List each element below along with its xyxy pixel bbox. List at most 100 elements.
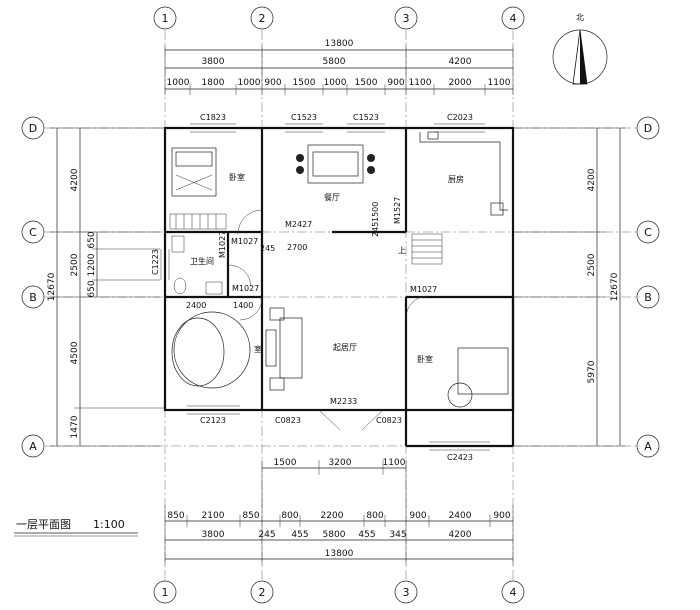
axis-bubble-A-right: A bbox=[644, 440, 652, 453]
axis-bubble-B-right: B bbox=[644, 291, 652, 304]
dim-left-total: 12670 bbox=[47, 272, 57, 301]
right-dimensions: 4200 2500 5970 12670 bbox=[513, 127, 625, 447]
dim-top-detail: 1100 bbox=[409, 78, 432, 88]
dim-top-detail: 1000 bbox=[238, 78, 261, 88]
dim-bottom-small: 455 bbox=[358, 530, 375, 540]
dim-top-total: 13800 bbox=[325, 39, 354, 49]
north-label: 北 bbox=[576, 13, 584, 22]
door-m1027: M1027 bbox=[232, 284, 259, 293]
window-c2123: C2123 bbox=[200, 416, 226, 425]
dim-left-span-2: 2500 bbox=[70, 253, 80, 276]
dim-top-span-2: 5800 bbox=[323, 57, 346, 67]
door-m2233: M2233 bbox=[330, 397, 357, 406]
dim-245-vertical: 245 bbox=[371, 222, 380, 237]
dim-bottom-total: 13800 bbox=[325, 549, 354, 559]
dim-bottom-small: 245 bbox=[258, 530, 275, 540]
window-c1523: C1523 bbox=[291, 113, 317, 122]
walls bbox=[163, 126, 515, 448]
axis-bubble-A-left: A bbox=[29, 440, 37, 453]
round-bed bbox=[171, 311, 251, 389]
drawing-title-scale: 1:100 bbox=[93, 518, 125, 531]
doors bbox=[228, 209, 429, 431]
bath-fixtures bbox=[169, 213, 227, 295]
dim-bottom-opening: 1100 bbox=[383, 458, 406, 468]
window-c1523: C1523 bbox=[353, 113, 379, 122]
dim-right-span-3: 5970 bbox=[587, 360, 597, 383]
dim-left-detail: 650 bbox=[87, 231, 97, 248]
room-dining: 餐厅 bbox=[324, 193, 340, 202]
bottom-dimensions: 1500 3200 1100 850 2100 850 800 2200 800… bbox=[164, 458, 514, 565]
axis-bubble-3-top: 3 bbox=[403, 12, 410, 25]
axis-bubble-2-bottom: 2 bbox=[259, 586, 266, 599]
axis-bubble-D-left: D bbox=[29, 122, 37, 135]
dim-top-span-1: 3800 bbox=[202, 57, 225, 67]
door-m2427: M2427 bbox=[285, 220, 312, 229]
bed-northwest bbox=[171, 147, 217, 197]
dim-245: 245 bbox=[260, 244, 275, 253]
dim-bottom-detail: 900 bbox=[409, 511, 426, 521]
dim-bottom-span-3: 4200 bbox=[449, 530, 472, 540]
drawing-title: 一层平面图 1:100 bbox=[14, 518, 138, 537]
door-m1027: M1027 bbox=[410, 285, 437, 294]
dim-top-detail: 1500 bbox=[293, 78, 316, 88]
top-dimensions: 13800 3800 5800 4200 1000 1800 1000 900 … bbox=[164, 39, 514, 95]
dim-bottom-detail: 800 bbox=[281, 511, 298, 521]
dim-top-detail: 1000 bbox=[167, 78, 190, 88]
stairs bbox=[411, 233, 443, 265]
dim-right-total: 12670 bbox=[610, 272, 620, 301]
axis-bubble-4-bottom: 4 bbox=[510, 586, 517, 599]
axis-bubble-3-bottom: 3 bbox=[403, 586, 410, 599]
dim-bottom-detail: 2200 bbox=[321, 511, 344, 521]
north-arrow: 北 bbox=[552, 13, 608, 85]
dim-bottom-detail: 2100 bbox=[202, 511, 225, 521]
dim-2400: 2400 bbox=[186, 301, 206, 310]
axis-bubble-B-left: B bbox=[29, 291, 37, 304]
window-c0823: C0823 bbox=[275, 416, 301, 425]
dim-top-span-3: 4200 bbox=[449, 57, 472, 67]
axis-bubble-2-top: 2 bbox=[259, 12, 266, 25]
axis-bubble-1-top: 1 bbox=[162, 12, 169, 25]
dim-bottom-small: 455 bbox=[291, 530, 308, 540]
stair-up-label: 上 bbox=[398, 246, 406, 255]
dim-bottom-span-1: 3800 bbox=[202, 530, 225, 540]
dim-bottom-detail: 850 bbox=[242, 511, 259, 521]
axis-bubble-C-left: C bbox=[29, 226, 37, 239]
dim-bottom-span-2: 5800 bbox=[323, 530, 346, 540]
dim-1500-vertical: 1500 bbox=[371, 202, 380, 222]
dim-top-detail: 1500 bbox=[355, 78, 378, 88]
left-dimensions: 12670 4200 2500 4500 1470 650 1200 650 bbox=[47, 127, 165, 447]
axis-bubble-4-top: 4 bbox=[510, 12, 517, 25]
window-c2423: C2423 bbox=[447, 453, 473, 462]
room-living: 起居厅 bbox=[333, 343, 357, 352]
room-bedroom-northwest: 卧室 bbox=[229, 172, 245, 182]
dim-bottom-opening: 1500 bbox=[274, 458, 297, 468]
dim-bottom-detail: 900 bbox=[493, 511, 510, 521]
room-bath: 卫生间 bbox=[190, 256, 214, 266]
dim-bottom-detail: 850 bbox=[167, 511, 184, 521]
dim-top-detail: 1800 bbox=[202, 78, 225, 88]
dim-left-span-1: 4200 bbox=[70, 168, 80, 191]
kitchen-counter bbox=[419, 131, 508, 216]
dim-left-detail: 1200 bbox=[87, 253, 97, 276]
door-m1027: M1027 bbox=[231, 237, 258, 246]
window-marks bbox=[160, 123, 490, 451]
window-c1823: C1823 bbox=[200, 113, 226, 122]
dim-left-detail: 650 bbox=[87, 280, 97, 297]
window-c2023: C2023 bbox=[447, 113, 473, 122]
dim-bottom-detail: 800 bbox=[366, 511, 383, 521]
dining-table bbox=[296, 144, 375, 184]
drawing-title-name: 一层平面图 bbox=[16, 518, 71, 531]
dim-top-detail: 2000 bbox=[449, 78, 472, 88]
axis-bubble-C-right: C bbox=[644, 226, 652, 239]
dim-right-span-1: 4200 bbox=[587, 168, 597, 191]
dim-left-span-3: 4500 bbox=[70, 341, 80, 364]
dim-right-span-2: 2500 bbox=[587, 253, 597, 276]
axis-lines bbox=[45, 30, 640, 580]
dim-1400: 1400 bbox=[233, 301, 253, 310]
dim-left-span-4: 1470 bbox=[70, 415, 80, 438]
room-bedroom-southeast: 卧室 bbox=[417, 354, 433, 364]
axis-bubbles: 1 2 3 4 1 2 3 4 D C B A D C B A bbox=[21, 6, 660, 604]
bed-southeast bbox=[447, 347, 509, 408]
dim-2700: 2700 bbox=[287, 243, 307, 252]
